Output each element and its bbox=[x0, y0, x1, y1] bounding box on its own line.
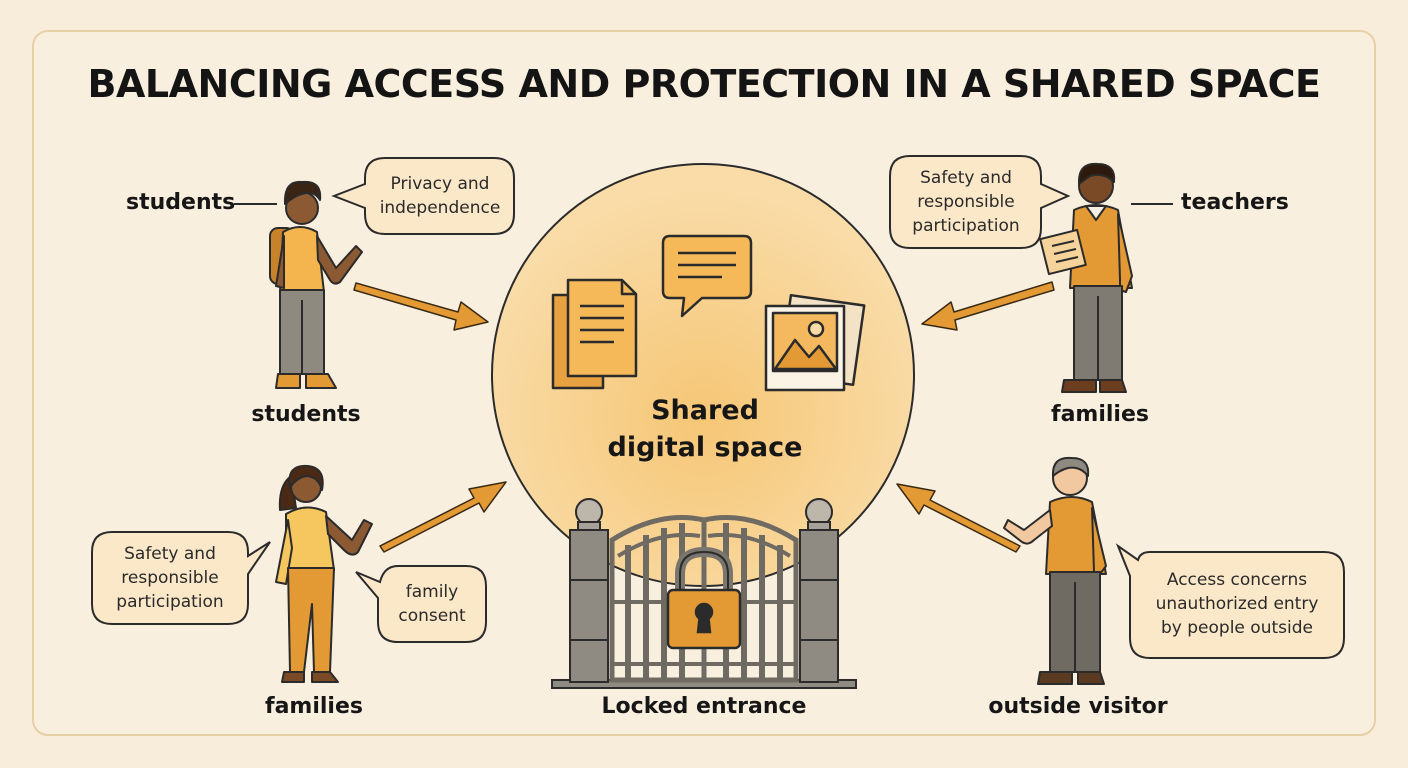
teacher-bubble-line: participation bbox=[912, 216, 1020, 236]
diagram-title: BALANCING ACCESS AND PROTECTION IN A SHA… bbox=[87, 62, 1321, 106]
teacher-bubble-shape bbox=[889, 155, 1071, 249]
student-bubble-shape bbox=[331, 157, 515, 235]
student-label: students bbox=[251, 402, 361, 427]
consent-bubble-line: family bbox=[405, 582, 459, 602]
teacher-bubble-line: responsible bbox=[917, 192, 1015, 212]
student-bubble-text: Privacy and independence bbox=[366, 172, 514, 220]
consent-bubble-shape bbox=[355, 565, 487, 643]
visitor-bubble-text: Access concerns unauthorized entry by pe… bbox=[1130, 568, 1344, 640]
visitor-bubble-line: unauthorized entry bbox=[1155, 594, 1319, 614]
teacher-bubble-line: Safety and bbox=[920, 168, 1012, 188]
consent-bubble-text: family consent bbox=[378, 580, 486, 628]
teacher-figure bbox=[1039, 162, 1133, 393]
arrow-student-to-center bbox=[353, 282, 489, 331]
family-bubble-line: participation bbox=[116, 592, 224, 612]
photo-stack-icon bbox=[764, 293, 866, 392]
shared-space-label: Shared digital space bbox=[560, 392, 850, 466]
family-bubble-line: Safety and bbox=[124, 544, 216, 564]
visitor-bubble-line: by people outside bbox=[1161, 618, 1313, 638]
students-tag: students bbox=[126, 190, 236, 215]
visitor-figure bbox=[1003, 456, 1107, 685]
family-bubble-text: Safety and responsible participation bbox=[92, 542, 248, 614]
chat-bubble-icon bbox=[661, 234, 753, 318]
visitor-bubble-shape bbox=[1115, 543, 1345, 659]
arrow-teacher-to-center bbox=[921, 281, 1055, 331]
family-bubble-line: responsible bbox=[121, 568, 219, 588]
student-bubble-line: independence bbox=[379, 198, 501, 218]
family-label: families bbox=[265, 694, 363, 719]
consent-bubble-line: consent bbox=[398, 606, 466, 626]
arrow-family-to-center bbox=[379, 481, 507, 553]
gate-label: Locked entrance bbox=[601, 694, 807, 719]
document-stack-icon bbox=[551, 278, 638, 390]
student-bubble-line: Privacy and bbox=[390, 174, 490, 194]
arrow-visitor-to-center bbox=[896, 483, 1021, 553]
student-figure bbox=[269, 180, 363, 389]
teacher-bubble-text: Safety and responsible participation bbox=[890, 166, 1042, 238]
visitor-bubble-line: Access concerns bbox=[1166, 570, 1308, 590]
padlock-icon bbox=[666, 546, 742, 650]
visitor-label: outside visitor bbox=[988, 694, 1168, 719]
shared-space-line-2: digital space bbox=[607, 432, 803, 463]
teachers-tag: teachers bbox=[1181, 190, 1289, 215]
teacher-label: families bbox=[1051, 402, 1149, 427]
family-figure bbox=[275, 464, 373, 683]
family-bubble-shape bbox=[91, 531, 271, 625]
shared-space-line-1: Shared bbox=[651, 395, 759, 426]
